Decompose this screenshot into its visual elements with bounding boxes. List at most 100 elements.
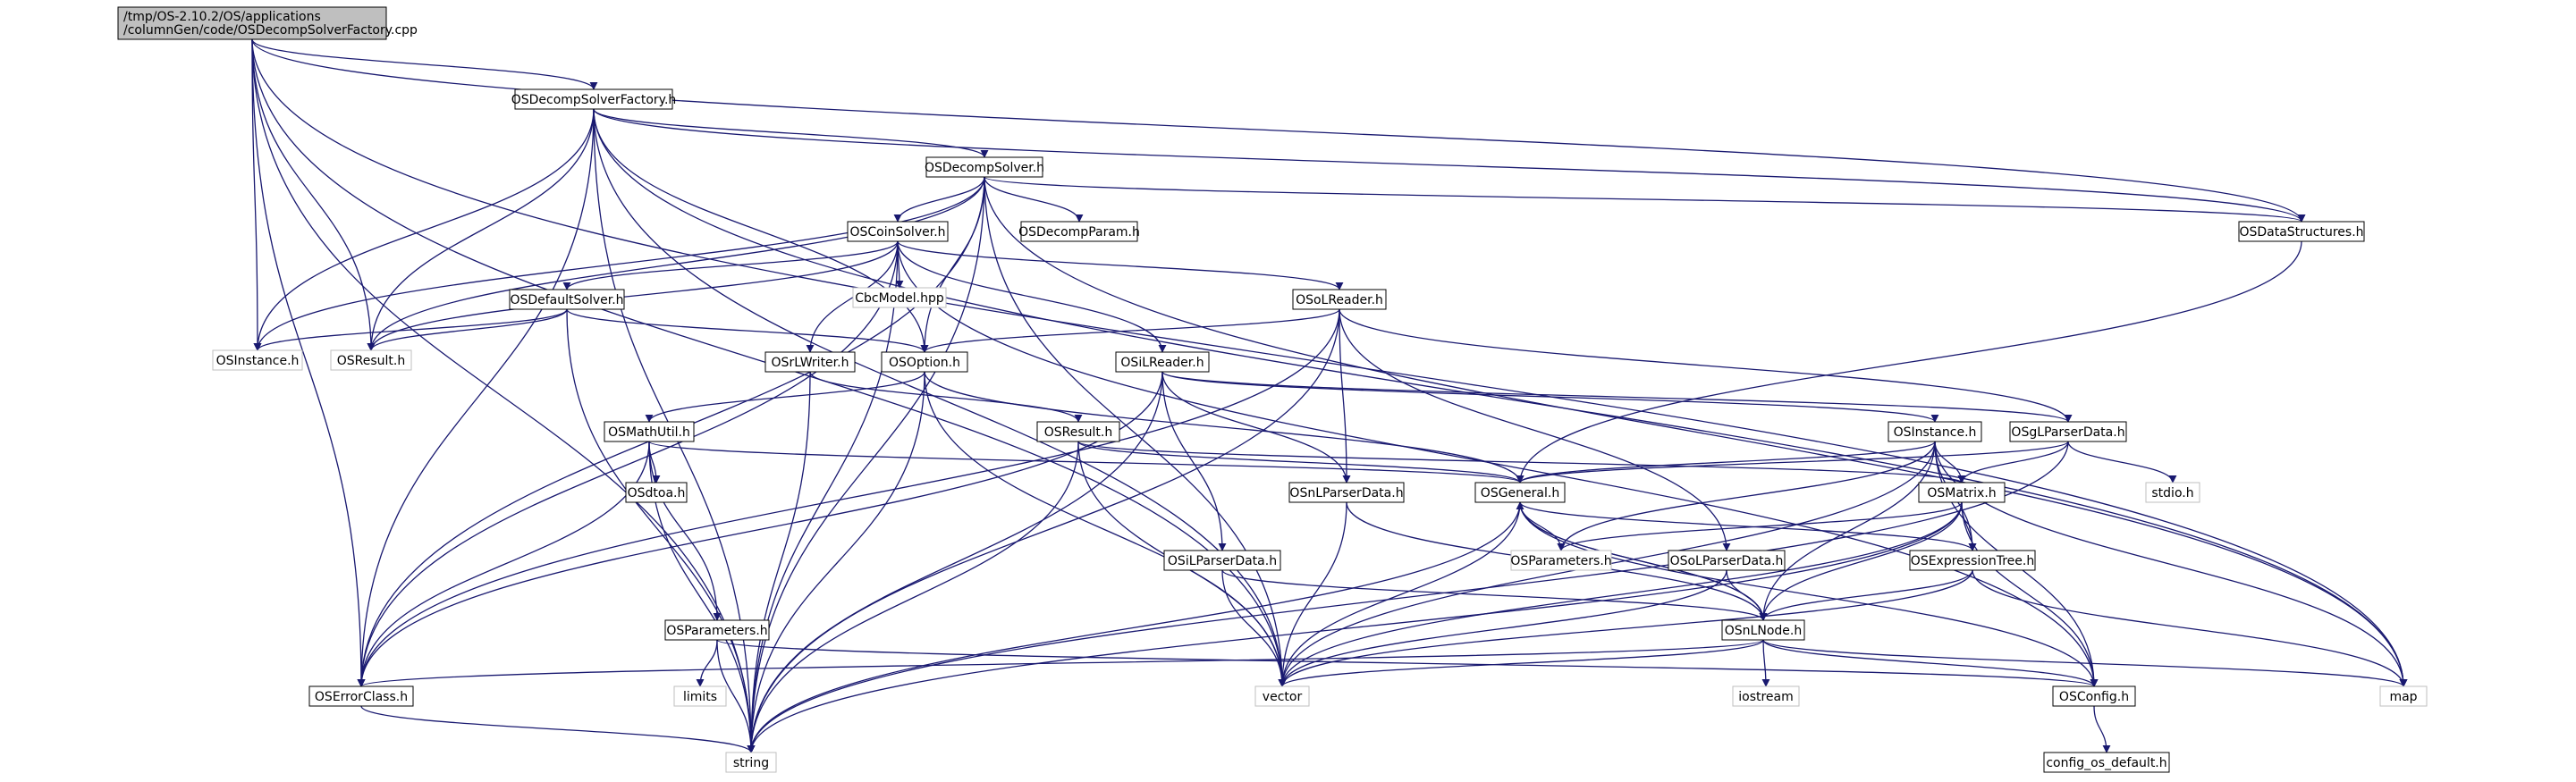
edge-osolreader_h-to-osnlparserdata_h	[1339, 308, 1351, 483]
node-osoption-h[interactable]: OSOption.h	[881, 351, 968, 373]
node-osdatastructures-h[interactable]: OSDataStructures.h	[2238, 221, 2365, 242]
edge-osmatrix_h-to-osconfig_h	[1961, 501, 2099, 687]
edge-osparameters_h-to-osconfig_h	[716, 639, 2099, 687]
node-osolparserdata-h[interactable]: OSoLParserData.h	[1668, 550, 1786, 571]
node-osparameters-h-mid: OSParameters.h	[1510, 550, 1612, 571]
node-box	[2238, 221, 2365, 242]
node-osresult-h[interactable]: OSResult.h	[1036, 421, 1120, 442]
node-oscoinsolver-h[interactable]: OSCoinSolver.h	[847, 221, 949, 242]
node-box	[2379, 685, 2428, 707]
edge-osgeneral_h-to-osexpressiontree_h	[1519, 501, 1977, 551]
edge-osdecompsolver_h-to-osresult_h_left	[367, 176, 985, 351]
edge-osexpressiontree_h-to-vector	[1278, 569, 1973, 687]
edge-osmathutil_h-to-oserrorclass_h	[357, 441, 650, 687]
edge-osolreader_h-to-osglparserdata_h	[1339, 308, 2073, 423]
node-box	[764, 351, 856, 373]
node-osexpressiontree-h[interactable]: OSExpressionTree.h	[1909, 550, 2036, 571]
node-label: OSParameters.h	[1510, 554, 1611, 568]
node-box	[1115, 351, 1210, 373]
edge-osnlparserdata_h-to-vector	[1278, 501, 1347, 687]
node-label: OSiLParserData.h	[1168, 554, 1277, 568]
edge-osgeneral_h-to-osparameters_h_mid	[1519, 501, 1566, 551]
node-label: map	[2389, 690, 2417, 704]
node-osconfig-h[interactable]: OSConfig.h	[2052, 685, 2136, 707]
node-osdecompsolver-h[interactable]: OSDecompSolver.h	[925, 156, 1044, 178]
edge-osdecompsolver_h-to-map	[984, 176, 2408, 687]
node-label: OSDecompParam.h	[1018, 225, 1140, 240]
node-box	[308, 685, 414, 707]
node-osdefaultsolver-h[interactable]: OSDefaultSolver.h	[509, 289, 625, 310]
node-label: OSoLParserData.h	[1670, 554, 1784, 568]
node-osdecompparam-h[interactable]: OSDecompParam.h	[1018, 221, 1140, 242]
edge-osglparserdata_h-to-stdio_h	[2067, 441, 2177, 483]
node-osnlparserdata-h[interactable]: OSnLParserData.h	[1288, 482, 1405, 503]
edge-osoption_h-to-string	[747, 371, 925, 753]
node-box	[1918, 482, 2006, 503]
edge-osdecompsolverfactory_h-to-map	[593, 108, 2408, 687]
edge-osolreader_h-to-osoption_h	[920, 308, 1340, 353]
node-osdecompsolverfactory-h[interactable]: OSDecompSolverFactory.h	[511, 88, 677, 110]
edge-osilreader_h-to-osilparserdata_h	[1161, 371, 1227, 551]
edge-osdatastructures_h-to-osgeneral_h	[1516, 240, 2302, 483]
node-map: map	[2379, 685, 2428, 707]
node-box	[2145, 482, 2200, 503]
node-osilreader-h[interactable]: OSiLReader.h	[1115, 351, 1210, 373]
node-box	[1888, 421, 1982, 442]
edge-osgeneral_h-to-osconfig_h	[1519, 501, 2099, 687]
edge-osdecompsolver_h-to-osinstance_h_left	[253, 176, 985, 351]
node-label: OSOption.h	[889, 356, 960, 370]
node-osinstance-h[interactable]: OSInstance.h	[1888, 421, 1982, 442]
edge-osgeneral_h-to-vector	[1278, 501, 1521, 687]
node-label: OSDataStructures.h	[2239, 225, 2363, 240]
node-label: config_os_default.h	[2046, 756, 2166, 770]
node-box	[852, 287, 947, 308]
node-limits: limits	[673, 685, 727, 707]
node-config-os-default-h[interactable]: config_os_default.h	[2043, 752, 2170, 773]
node-osdtoa-h[interactable]: OSdtoa.h	[625, 482, 688, 503]
node-box	[514, 88, 673, 110]
node-oserrorclass-h[interactable]: OSErrorClass.h	[308, 685, 414, 707]
node-osilparserdata-h[interactable]: OSiLParserData.h	[1163, 550, 1281, 571]
node-label: OSConfig.h	[2059, 690, 2129, 704]
node-root[interactable]: /tmp/OS-2.10.2/OS/applications/columnGen…	[117, 6, 418, 40]
edge-osnlnode_h-to-oserrorclass_h	[357, 639, 1764, 687]
node-osinstance-h-left: OSInstance.h	[212, 349, 303, 371]
edge-osolreader_h-to-osolparserdata_h	[1339, 308, 1731, 551]
node-osresult-h-left: OSResult.h	[330, 349, 412, 371]
node-label: OSMatrix.h	[1927, 486, 1996, 500]
node-label: OSInstance.h	[1894, 425, 1977, 440]
edge-osdefaultsolver_h-to-string	[566, 308, 756, 753]
node-label: OSoLReader.h	[1296, 293, 1383, 307]
edge-osmatrix_h-to-osparameters_h_mid	[1557, 501, 1963, 551]
edge-osresult_h-to-osmatrix_h	[1077, 441, 1966, 483]
node-osolreader-h[interactable]: OSoLReader.h	[1292, 289, 1387, 310]
node-box	[330, 349, 412, 371]
edge-oscoinsolver_h-to-string	[747, 240, 899, 753]
node-box	[847, 221, 949, 242]
node-box	[625, 482, 688, 503]
node-label: OSDecompSolverFactory.h	[511, 93, 677, 107]
edge-root-to-osdatastructures_h	[251, 38, 2306, 223]
node-box	[2009, 421, 2127, 442]
node-label: OSgLParserData.h	[2011, 425, 2124, 440]
edge-osglparserdata_h-to-osgeneral_h	[1516, 441, 2069, 483]
node-box	[1668, 550, 1786, 571]
node-osmatrix-h[interactable]: OSMatrix.h	[1918, 482, 2006, 503]
node-osglparserdata-h[interactable]: OSgLParserData.h	[2009, 421, 2127, 442]
edge-osilreader_h-to-string	[747, 371, 1163, 753]
node-label: OSDefaultSolver.h	[510, 293, 623, 307]
node-label: string	[733, 756, 769, 770]
node-osmathutil-h[interactable]: OSMathUtil.h	[604, 421, 695, 442]
node-osparameters-h[interactable]: OSParameters.h	[664, 619, 770, 641]
node-label: OSParameters.h	[666, 624, 767, 638]
node-box	[925, 156, 1043, 178]
node-cbcmodel-hpp: CbcModel.hpp	[852, 287, 947, 308]
node-osgeneral-h[interactable]: OSGeneral.h	[1474, 482, 1566, 503]
node-osnlnode-h[interactable]: OSnLNode.h	[1721, 619, 1805, 641]
node-osrlwriter-h[interactable]: OSrLWriter.h	[764, 351, 856, 373]
edge-osnlnode_h-to-vector	[1278, 639, 1764, 687]
edge-osdecompsolverfactory_h-to-osinstance_h_left	[253, 108, 595, 351]
edge-root-to-map	[251, 38, 2408, 687]
edge-oscoinsolver_h-to-osdefaultsolver_h	[562, 240, 899, 290]
node-label: OSnLNode.h	[1725, 624, 1802, 638]
